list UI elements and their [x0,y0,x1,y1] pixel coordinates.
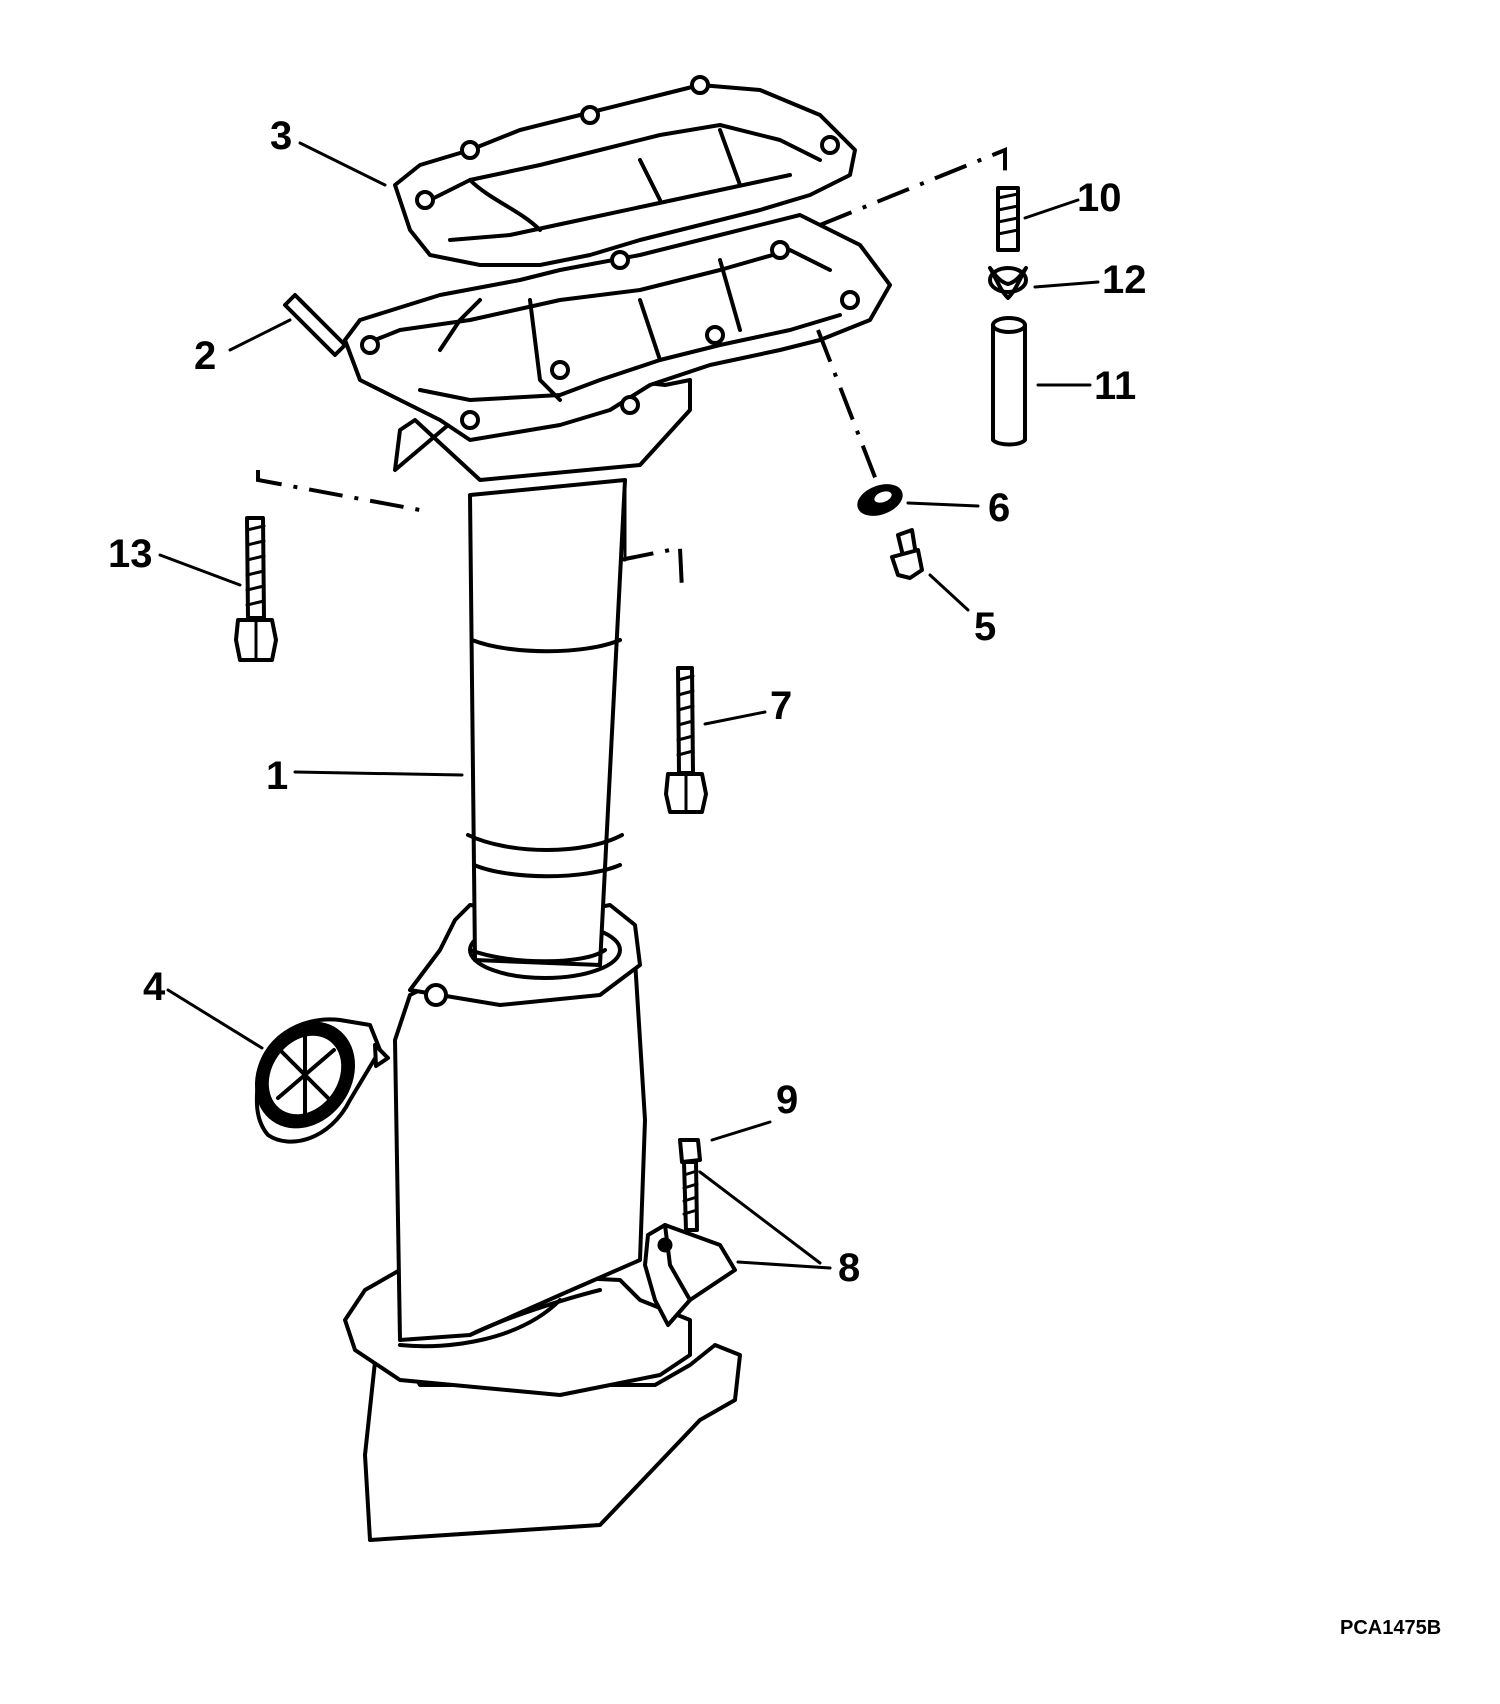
reference-line-washer [816,329,880,486]
callout-8: 8 [838,1246,861,1290]
reference-line-stud [819,147,1007,227]
dowel-pin [283,293,347,357]
long-bolt [234,516,278,662]
housing-bolt [664,666,708,814]
reference-line-bolt-7 [619,545,684,591]
anode-bolt [678,1138,702,1232]
stud [996,186,1020,252]
housing-tube [468,478,627,967]
washer [857,484,903,516]
callout-9: 9 [776,1078,799,1122]
callout-6: 6 [988,486,1011,530]
callout-12: 12 [1102,258,1147,302]
callout-5: 5 [974,605,997,649]
callout-10: 10 [1077,176,1122,220]
figure-code: PCA1475B [1340,1617,1442,1639]
adapter-plate [343,213,892,482]
leader-lines [158,141,1100,1270]
callout-11: 11 [1094,364,1137,408]
callout-3: 3 [270,114,293,158]
plug-screw [890,528,924,580]
water-intake-screen [254,1017,390,1144]
callout-2: 2 [194,334,217,378]
anode [643,1223,737,1327]
callout-7: 7 [770,684,793,728]
sleeve [991,316,1027,447]
callout-4: 4 [143,965,166,1009]
drive-shaft-housing [343,478,742,1542]
adapter-gasket [393,75,857,270]
adapter-flange [343,213,892,442]
callout-13: 13 [108,532,153,576]
reference-line-bolt-13 [256,470,422,520]
callout-1: 1 [266,754,289,798]
retaining-clip [988,266,1028,300]
